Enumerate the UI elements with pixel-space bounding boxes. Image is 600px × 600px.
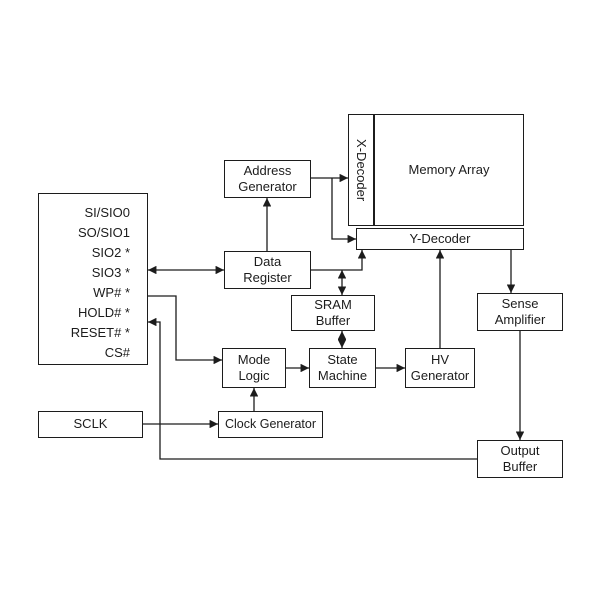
- block-mode-logic: Mode Logic: [222, 348, 286, 388]
- wire-address-generator-y-decoder: [331, 178, 356, 244]
- block-data-register: Data Register: [224, 251, 311, 289]
- pin-sio2: SIO2 *: [91, 245, 130, 260]
- block-memory-array: Memory Array: [374, 114, 524, 226]
- output-buffer-label: Output Buffer: [500, 442, 540, 474]
- block-sense-amplifier: Sense Amplifier: [477, 293, 563, 331]
- block-state-machine: State Machine: [309, 348, 376, 388]
- x-decoder-label: X-Decoder: [354, 138, 370, 202]
- address-generator-label: Address Generator: [238, 162, 297, 194]
- pin-sio3: SIO3 *: [91, 265, 130, 280]
- sense-amplifier-label: Sense Amplifier: [494, 295, 546, 327]
- mode-logic-label: Mode Logic: [237, 351, 271, 383]
- wire-pins-mode-logic: [148, 295, 222, 365]
- io-pins-box: SI/SIO0 SO/SIO1 SIO2 * SIO3 * WP# * HOLD…: [38, 193, 148, 365]
- pin-wp: WP# *: [93, 285, 130, 300]
- block-address-generator: Address Generator: [224, 160, 311, 198]
- memory-array-label: Memory Array: [408, 161, 490, 177]
- wire-output-buffer-pins: [148, 317, 477, 460]
- wire-data-register-y-decoder: [311, 250, 367, 271]
- pin-si-sio0: SI/SIO0: [84, 205, 130, 220]
- block-x-decoder: X-Decoder: [348, 114, 374, 226]
- block-y-decoder: Y-Decoder: [356, 228, 524, 250]
- sclk-label: SCLK: [73, 416, 108, 432]
- block-output-buffer: Output Buffer: [477, 440, 563, 478]
- data-register-label: Data Register: [243, 253, 292, 285]
- block-clock-generator: Clock Generator: [218, 411, 323, 438]
- sram-buffer-label: SRAM Buffer: [314, 296, 352, 328]
- pin-reset: RESET# *: [70, 325, 130, 340]
- y-decoder-label: Y-Decoder: [409, 230, 471, 246]
- hv-generator-label: HV Generator: [410, 351, 470, 383]
- pin-cs: CS#: [104, 345, 130, 360]
- block-sram-buffer: SRAM Buffer: [291, 295, 375, 331]
- block-hv-generator: HV Generator: [405, 348, 475, 388]
- state-machine-label: State Machine: [317, 351, 368, 383]
- pin-so-sio1: SO/SIO1: [77, 225, 130, 240]
- block-sclk: SCLK: [38, 411, 143, 438]
- pin-hold: HOLD# *: [77, 305, 130, 320]
- clock-generator-label: Clock Generator: [225, 416, 317, 431]
